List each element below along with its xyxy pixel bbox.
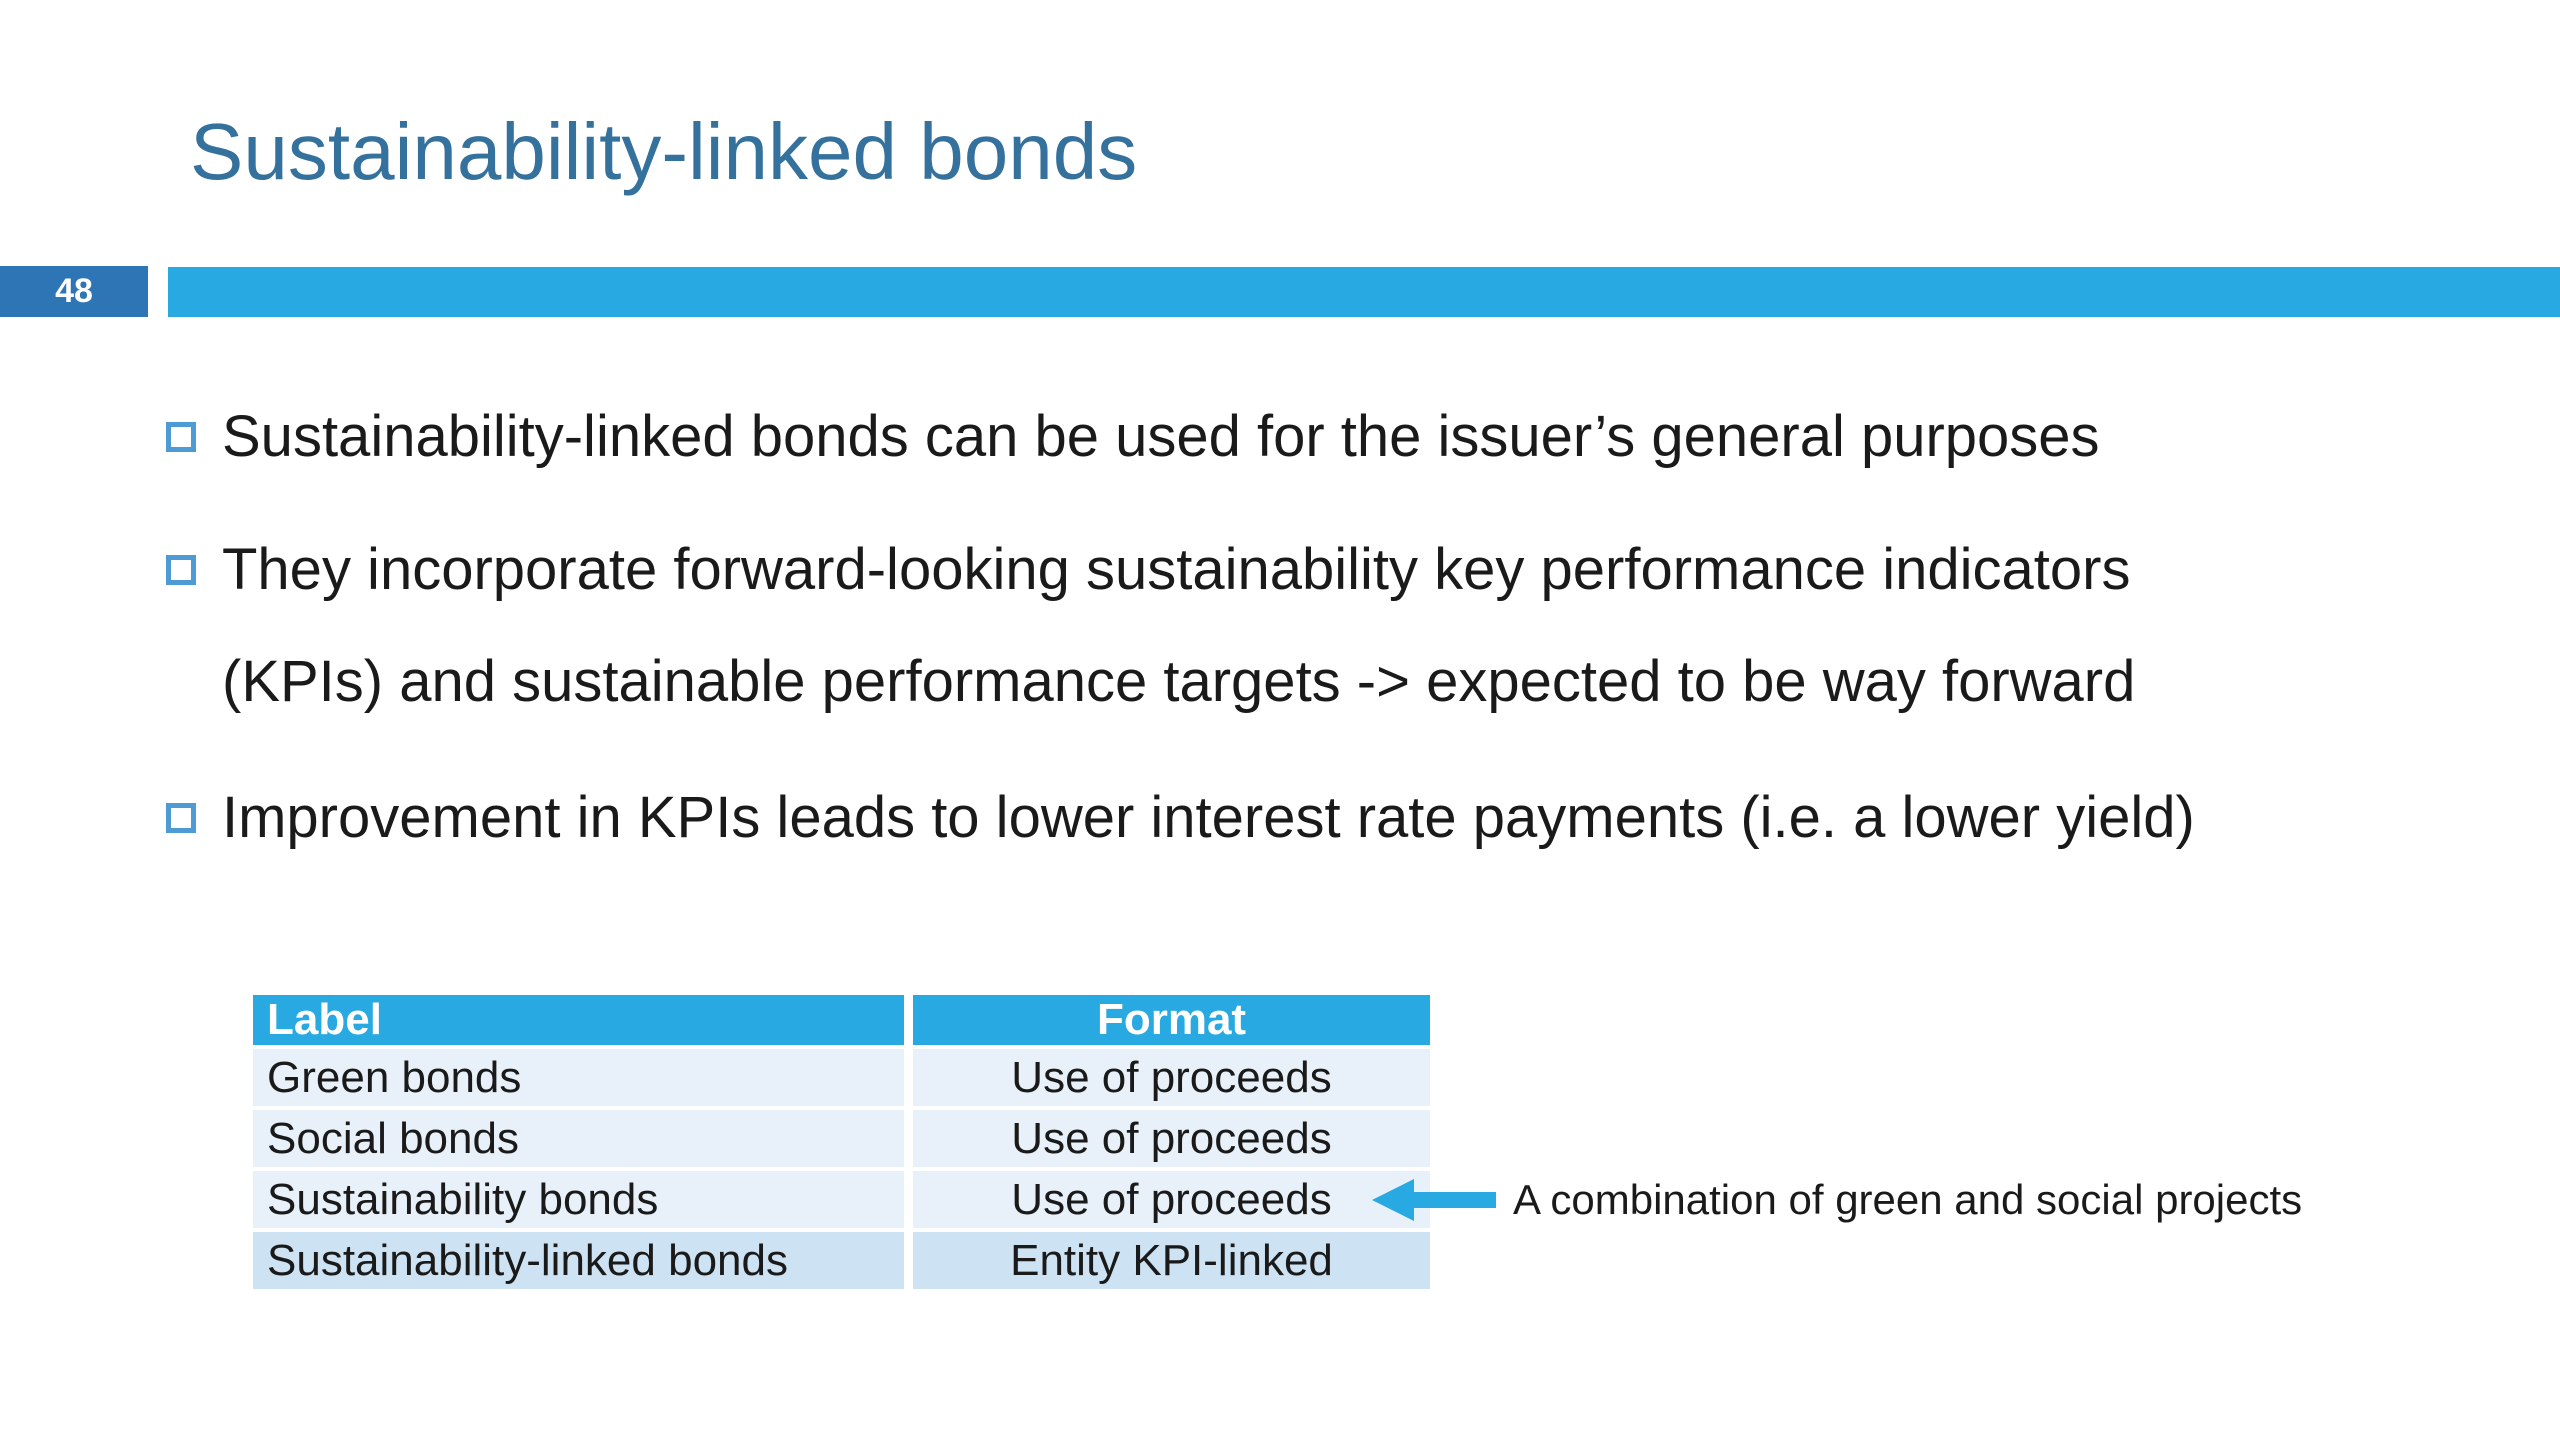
- page-number-chip: 48: [0, 266, 148, 317]
- bond-format-table: Label Format Green bonds Use of proceeds…: [253, 995, 1430, 1289]
- table-cell-label: Sustainability-linked bonds: [253, 1232, 904, 1289]
- bullet-line: Sustainability-linked bonds can be used …: [222, 404, 2100, 469]
- bullet-line: They incorporate forward-looking sustain…: [222, 537, 2131, 602]
- table-header-format: Format: [913, 995, 1430, 1045]
- square-bullet-icon: [166, 555, 196, 585]
- square-bullet-icon: [166, 422, 196, 452]
- table-cell-label: Green bonds: [253, 1049, 904, 1106]
- slide-title: Sustainability-linked bonds: [190, 107, 1138, 196]
- table-cell-label: Sustainability bonds: [253, 1171, 904, 1228]
- table-cell-format: Use of proceeds: [913, 1171, 1430, 1228]
- square-bullet-icon: [166, 803, 196, 833]
- table-cell-format: Entity KPI-linked: [913, 1232, 1430, 1289]
- left-arrow-icon: [1372, 1179, 1496, 1221]
- table-cell-label: Social bonds: [253, 1110, 904, 1167]
- bullet-line: Improvement in KPIs leads to lower inter…: [222, 785, 2195, 850]
- bullet-item: Improvement in KPIs leads to lower inter…: [166, 786, 2195, 850]
- bullet-text: They incorporate forward-looking sustain…: [222, 538, 2135, 714]
- table-header-label: Label: [253, 995, 904, 1045]
- annotation-text: A combination of green and social projec…: [1513, 1176, 2303, 1223]
- bullet-line: (KPIs) and sustainable performance targe…: [222, 649, 2136, 714]
- accent-bar: [168, 267, 2560, 317]
- table-cell-format: Use of proceeds: [913, 1049, 1430, 1106]
- table-cell-format: Use of proceeds: [913, 1110, 1430, 1167]
- bullet-text: Sustainability-linked bonds can be used …: [222, 405, 2100, 469]
- bullet-text: Improvement in KPIs leads to lower inter…: [222, 786, 2195, 850]
- bullet-item: Sustainability-linked bonds can be used …: [166, 405, 2100, 469]
- page-number: 48: [55, 272, 93, 310]
- bullet-item: They incorporate forward-looking sustain…: [166, 538, 2135, 714]
